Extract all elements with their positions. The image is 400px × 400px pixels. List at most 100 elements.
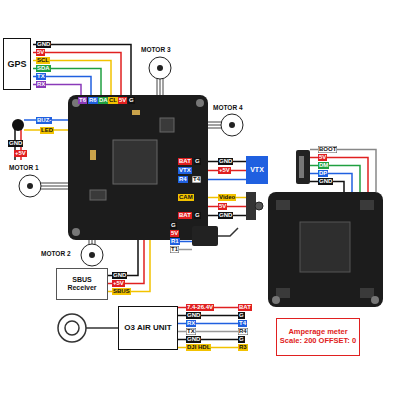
pin-label: TX — [36, 73, 46, 80]
motor-wire — [157, 79, 163, 95]
pin-label: GND — [218, 158, 233, 165]
pin-label: BUZ- — [36, 117, 52, 124]
pin-label: CAM — [178, 194, 194, 201]
pin-label: DP — [318, 170, 328, 177]
motor-wire — [41, 183, 68, 189]
receiver-box: SBUS Receiver — [56, 268, 108, 300]
pin-label: G — [128, 97, 135, 104]
pin-label: T4 — [238, 320, 247, 327]
gps-wire — [33, 69, 101, 97]
motor — [149, 57, 171, 79]
node-text: O3 AIR UNIT — [124, 323, 171, 332]
note-box: Amperage meter Scale: 200 OFFSET: 0 — [276, 318, 360, 356]
gps-wire — [33, 61, 111, 97]
pin-label: BAT — [178, 212, 192, 219]
pin-label: SCL — [36, 57, 50, 64]
sbus-wire — [108, 240, 138, 276]
elrs-receiver — [192, 226, 218, 246]
usb-wire — [310, 150, 376, 193]
pin-label: GND — [112, 272, 127, 279]
pin-label: RX — [36, 81, 46, 88]
gps-wire — [33, 45, 131, 97]
pin-label: 5V — [118, 97, 127, 104]
motor — [221, 114, 243, 136]
node-text: SBUS Receiver — [59, 276, 105, 292]
pin-label: 5V — [170, 230, 179, 237]
pin-label: DJI HDL — [186, 344, 211, 351]
pin-label: R4 — [238, 328, 248, 335]
usb-wire — [310, 174, 352, 193]
gps-wire — [33, 53, 121, 97]
vtx-module: VTX — [246, 156, 268, 184]
pin-label: T4 — [192, 176, 201, 183]
pin-label: GND — [218, 212, 233, 219]
pin-label: DM — [318, 162, 329, 169]
mount-hole — [272, 296, 280, 304]
pin-label: GND — [8, 140, 23, 147]
sbus-wire — [108, 240, 144, 284]
usb-connector — [296, 150, 310, 184]
air-unit-box: O3 AIR UNIT — [118, 306, 178, 350]
pin-label: 7.4-26.4V — [186, 304, 214, 311]
mosfet — [276, 288, 290, 298]
component — [132, 110, 140, 115]
motor-label: MOTOR 4 — [212, 104, 244, 111]
mosfet — [360, 200, 374, 210]
pin-label: 5V — [36, 49, 45, 56]
motor-label: MOTOR 3 — [140, 46, 172, 53]
pin-label: BAT — [238, 304, 252, 311]
flight-controller-board — [68, 95, 208, 240]
pin-label: BAT — [178, 158, 192, 165]
receiver-antenna — [218, 228, 238, 236]
pin-label: SDA — [36, 65, 51, 72]
motor — [19, 175, 41, 197]
pin-label: LED — [40, 127, 54, 134]
component — [90, 150, 96, 160]
pin-label: GND — [186, 312, 201, 319]
pin-label: Video — [218, 194, 236, 201]
node-text: VTX — [250, 166, 264, 174]
mount-hole — [371, 296, 379, 304]
chip — [160, 118, 174, 132]
node-text: GPS — [7, 59, 26, 69]
pin-label: GND — [186, 336, 201, 343]
motor — [229, 122, 235, 128]
pin-label: G — [238, 336, 245, 343]
camera-lens — [255, 202, 263, 210]
usb-wire — [310, 166, 360, 193]
gps-module: GPS — [3, 38, 31, 90]
esc-chip — [300, 222, 350, 272]
antenna — [58, 314, 86, 342]
motor-label: MOTOR 2 — [40, 250, 72, 257]
pin-label: R3 — [238, 344, 248, 351]
pin-label: R6 — [88, 97, 98, 104]
motor-wire — [89, 240, 95, 244]
pin-label: R1 — [170, 238, 180, 245]
motor-wire — [208, 122, 221, 128]
pin-label: TX — [186, 328, 196, 335]
motor — [157, 65, 163, 71]
pin-label: VTX — [178, 167, 192, 174]
mount-hole — [196, 99, 204, 107]
buzzer — [12, 119, 24, 131]
antenna-cable — [86, 327, 118, 329]
motor — [89, 252, 95, 258]
pin-label: +5V — [14, 150, 27, 157]
pin-label: G — [194, 212, 201, 219]
motor — [27, 183, 33, 189]
pin-label: 5V — [318, 154, 327, 161]
pin-label: BOOT — [318, 146, 337, 153]
pin-label: T1 — [170, 246, 179, 253]
pin-label: CL — [108, 97, 118, 104]
mosfet — [276, 200, 290, 210]
mount-hole — [72, 228, 80, 236]
pin-label: 5V — [218, 203, 227, 210]
pin-label: G — [238, 312, 245, 319]
node-text: Amperage meter Scale: 200 OFFSET: 0 — [279, 328, 357, 345]
antenna — [65, 321, 79, 335]
esc-board — [268, 192, 383, 307]
motor-label: MOTOR 1 — [8, 164, 40, 171]
pin-label: G — [170, 222, 177, 229]
usb-connector — [299, 156, 304, 178]
pin-label: GND — [36, 41, 51, 48]
